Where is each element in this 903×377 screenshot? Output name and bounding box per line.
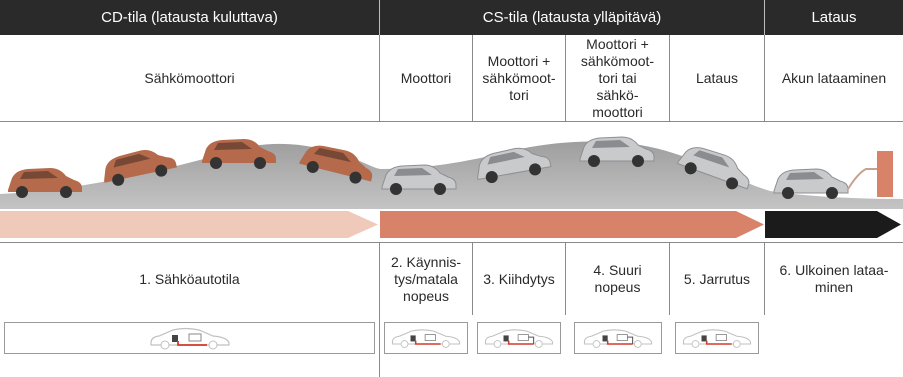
power-source-cd: Sähkömoottori (144, 69, 235, 86)
mode-start-low-speed: 2. Käynnis-tys/matala nopeus (390, 253, 462, 304)
energy-flow-acceleration (477, 322, 561, 354)
header-cs-mode: CS-tila (latausta ylläpitävä) (379, 0, 764, 35)
charging-station-icon (847, 151, 893, 197)
energy-flow-ev (4, 322, 375, 354)
car-icon (202, 139, 276, 169)
charging-arrow (765, 211, 901, 238)
energy-flow-braking (675, 322, 759, 354)
power-source-charge: Akun lataaminen (781, 69, 887, 86)
car-icon (381, 164, 457, 195)
power-source-cs-engine: Moottori (400, 69, 452, 86)
mode-ev: 1. Sähköautotila (139, 270, 240, 287)
mode-acceleration: 3. Kiihdytys (483, 270, 555, 287)
car-icon (477, 147, 552, 184)
cs-mode-arrow (380, 211, 764, 238)
car-icon (676, 147, 750, 190)
mode-braking: 5. Jarrutus (683, 270, 751, 287)
cd-mode-arrow (0, 211, 378, 238)
power-source-cs-engine-motor: Moottori + sähkömoot-tori (482, 52, 556, 103)
car-icon (8, 168, 82, 198)
car-icon (579, 136, 655, 167)
car-icon (299, 145, 373, 184)
mode-external-charging: 6. Ulkoinen lataa-minen (779, 262, 889, 295)
power-source-cs-engine-or-motor: Moottori + sähkömoot-tori tai sähkö-moot… (580, 35, 655, 120)
mode-high-speed: 4. Suuri nopeus (593, 262, 642, 295)
driving-scene (0, 136, 903, 209)
power-source-cs-charging: Lataus (695, 69, 739, 86)
header-charging: Lataus (764, 0, 903, 35)
engine-icon (188, 333, 201, 342)
car-outline-icon (149, 327, 230, 346)
energy-flow-start (384, 322, 468, 354)
battery-icon (171, 335, 178, 342)
header-cd-mode: CD-tila (latausta kuluttava) (0, 0, 379, 35)
car-icon (104, 150, 177, 186)
car-icon (773, 168, 849, 199)
energy-flow-high-speed (574, 322, 662, 354)
